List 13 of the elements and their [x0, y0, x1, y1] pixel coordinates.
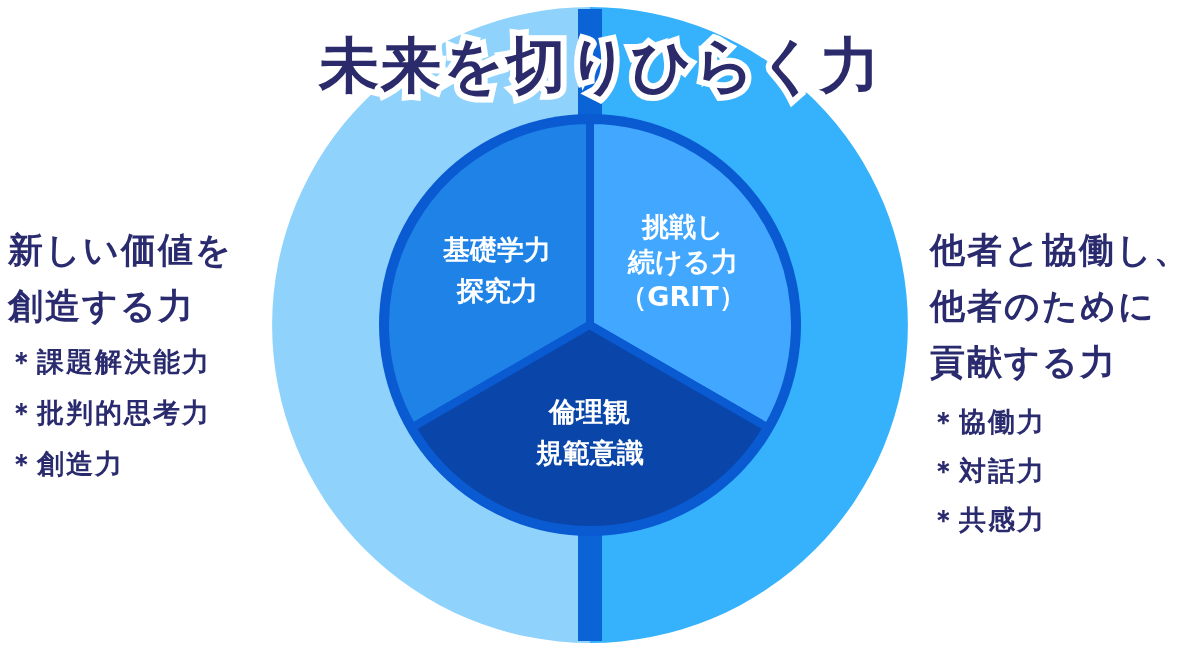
list-item: ＊創造力	[8, 447, 124, 481]
list-item: ＊対話力	[930, 454, 1046, 488]
heading: 他者と協働し、他者のために貢献する力	[930, 229, 1191, 384]
list-item: ＊批判的思考力	[8, 396, 211, 430]
heading: 新しい価値を創造する力	[8, 229, 233, 328]
sector-text: 規範意識	[536, 436, 644, 470]
sector-text: 挑戦し続ける力（GRIT）	[620, 210, 746, 315]
sector-text: 倫理観	[547, 394, 632, 429]
list-item: ＊課題解決能力	[8, 345, 211, 379]
list-item: ＊協働力	[930, 405, 1046, 439]
sector-text: 基礎学力	[443, 232, 551, 267]
list-item: ＊共感力	[930, 503, 1046, 537]
sector-text: 探究力	[455, 274, 539, 308]
